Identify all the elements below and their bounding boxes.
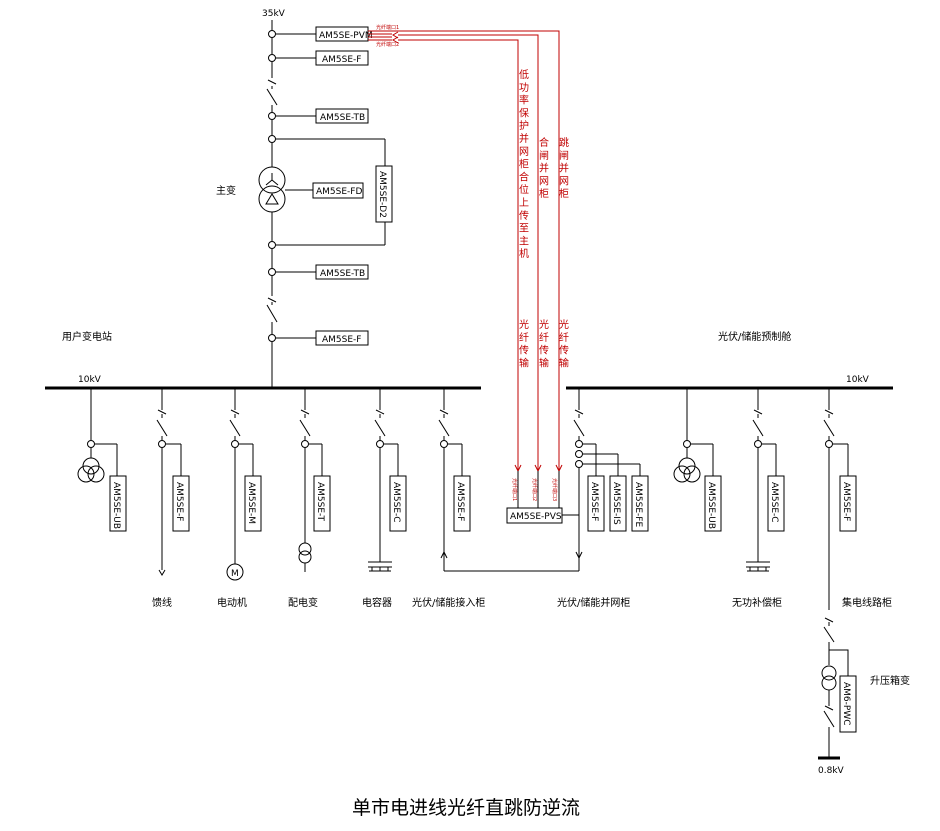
fiber-text-1: 光纤传输	[519, 318, 529, 369]
svg-text:无功补偿柜: 无功补偿柜	[732, 596, 782, 609]
svg-text:AM5SE-PVS: AM5SE-PVS	[510, 512, 562, 522]
svg-text:AM5SE-C: AM5SE-C	[769, 482, 779, 523]
svg-text:AM5SE-C: AM5SE-C	[391, 482, 401, 523]
device-pvs: AM5SE-PVS	[506, 471, 579, 524]
feeder-ub-right: AM5SE-UB	[673, 388, 722, 532]
feeder-ub-left: AM5SE-UB	[77, 388, 127, 532]
feeder-capacitor: AM5SE-C 电容器	[362, 388, 407, 609]
device-f-top: AM5SE-F	[315, 50, 369, 66]
user-substation-label: 用户变电站	[62, 330, 112, 343]
fiber-text-2: 光纤传输	[539, 318, 549, 369]
main-feeder-line	[258, 20, 386, 387]
svg-text:光纤端口2: 光纤端口2	[376, 41, 399, 48]
svg-text:AM5SE-TB: AM5SE-TB	[320, 113, 365, 123]
svg-text:AM5SE-D2: AM5SE-D2	[377, 171, 387, 218]
voltage-35kv-label: 35kV	[262, 9, 286, 19]
voltage-0.8kv-label: 0.8kV	[818, 766, 845, 776]
device-tb-top: AM5SE-TB	[315, 108, 369, 124]
diagram-title: 单市电进线光纤直跳防逆流	[352, 797, 580, 819]
fiber-signal-lines: 光纤端口1 光纤端口2	[368, 24, 563, 473]
svg-text:配电变: 配电变	[288, 596, 318, 609]
boost-box-label: 升压箱变	[870, 674, 910, 687]
svg-text:AM5SE-F: AM5SE-F	[841, 482, 851, 521]
svg-text:AM5SE-UB: AM5SE-UB	[111, 482, 121, 529]
svg-text:光纤端口1: 光纤端口1	[376, 24, 399, 31]
feeder-reactive-compensation: AM5SE-C 无功补偿柜	[732, 388, 785, 609]
svg-text:AM5SE-IS: AM5SE-IS	[611, 482, 621, 525]
port-label-2: 光纤端口2	[531, 478, 538, 501]
port-label-3: 光纤端口3	[551, 478, 558, 501]
motor-icon	[226, 563, 244, 581]
svg-text:电容器: 电容器	[362, 596, 392, 609]
svg-text:集电线路柜: 集电线路柜	[842, 596, 892, 609]
device-f-bottom: AM5SE-F	[315, 330, 369, 346]
svg-text:电动机: 电动机	[217, 596, 247, 609]
svg-text:AM5SE-F: AM5SE-F	[322, 335, 361, 345]
svg-text:AM5SE-F: AM5SE-F	[322, 55, 361, 65]
device-fd: AM5SE-FD	[312, 182, 364, 199]
right-bus-voltage: 10kV	[846, 375, 870, 385]
main-transformer-icon	[258, 166, 286, 213]
left-bus-voltage: 10kV	[78, 375, 102, 385]
svg-text:AM5SE-F: AM5SE-F	[174, 482, 184, 521]
fiber-text-3: 光纤传输	[559, 318, 569, 369]
svg-text:AM5SE-FE: AM5SE-FE	[633, 482, 643, 527]
svg-text:AM5SE-T: AM5SE-T	[315, 482, 325, 521]
svg-text:AM6-PWC: AM6-PWC	[841, 682, 851, 726]
capacitor-icon	[368, 561, 392, 572]
pv-cabin-label: 光伏/储能预制舱	[718, 330, 791, 343]
svg-text:AM5SE-TB: AM5SE-TB	[320, 269, 365, 279]
feeder-distribution-transformer: AM5SE-T 配电变	[288, 388, 331, 609]
port-label-1: 光纤端口1	[511, 478, 518, 501]
main-transformer-label: 主变	[216, 184, 236, 197]
svg-text:AM5SE-PVM: AM5SE-PVM	[319, 31, 373, 41]
grid-cabinet: AM5SE-F AM5SE-IS AM5SE-FE 光伏/储能并网柜	[557, 388, 649, 609]
signal-trip-text: 跳闸并网柜	[559, 136, 569, 200]
capacitor-icon	[746, 561, 770, 572]
svg-text:AM5SE-UB: AM5SE-UB	[706, 482, 716, 529]
signal-low-power-text: 低功率保护并网柜合位上传至主机	[519, 68, 529, 260]
breaker-top	[266, 88, 278, 106]
svg-text:光伏/储能接入柜: 光伏/储能接入柜	[412, 596, 485, 609]
svg-text:光伏/储能并网柜: 光伏/储能并网柜	[557, 596, 630, 609]
device-pvm: AM5SE-PVM	[315, 26, 373, 42]
feeder-motor: M AM5SE-M 电动机	[217, 388, 262, 609]
feeder-pv-access: AM5SE-F 光伏/储能接入柜	[412, 388, 579, 609]
svg-text:AM5SE-FD: AM5SE-FD	[316, 187, 362, 197]
svg-text:AM5SE-M: AM5SE-M	[246, 482, 256, 524]
feeder-collector-line: AM5SE-F 集电线路柜 AM6-PWC 升压箱变 0.8kV	[818, 388, 910, 776]
device-d2: AM5SE-D2	[375, 165, 393, 223]
svg-text:馈线: 馈线	[152, 596, 172, 609]
svg-text:AM5SE-F: AM5SE-F	[589, 482, 599, 521]
svg-text:AM5SE-F: AM5SE-F	[455, 482, 465, 521]
feeder-line-f: AM5SE-F 馈线	[152, 388, 190, 609]
device-tb-bottom: AM5SE-TB	[315, 264, 369, 280]
signal-close-text: 合闸并网柜	[539, 136, 549, 200]
breaker-bottom	[266, 304, 278, 323]
svg-text:M: M	[231, 569, 239, 579]
